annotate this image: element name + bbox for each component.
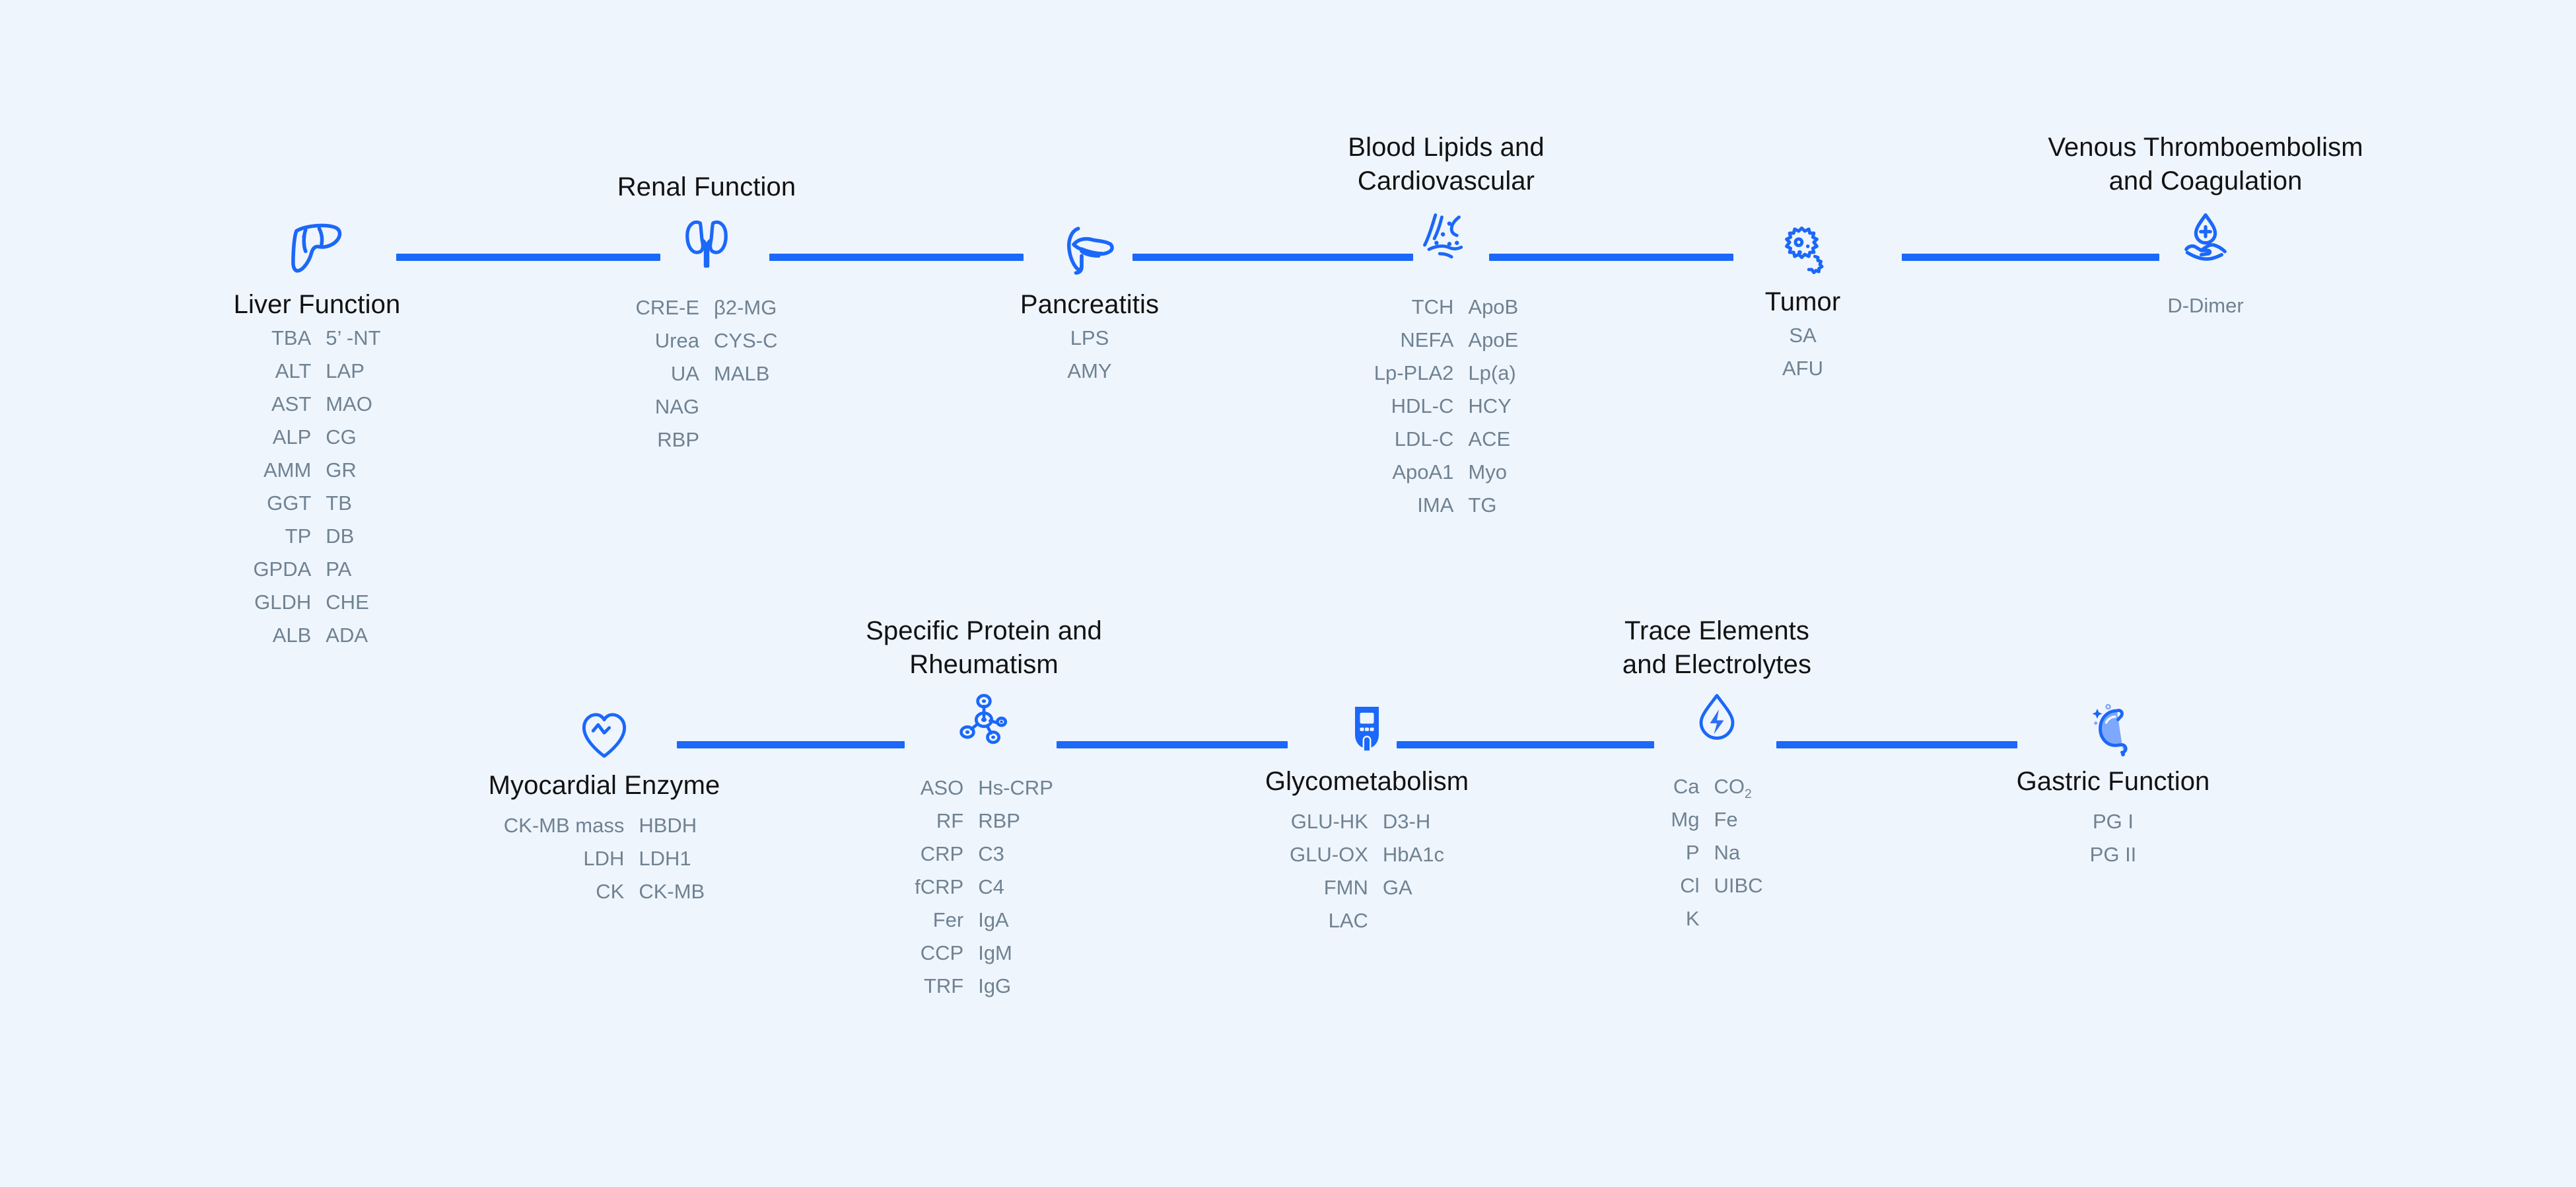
node-title: Myocardial Enzyme bbox=[488, 771, 720, 800]
node-items: LPS AMY bbox=[1067, 322, 1111, 388]
blood-drop-hand-icon bbox=[2171, 202, 2240, 271]
node-pancreatitis[interactable]: Pancreatitis LPS AMY bbox=[991, 213, 1189, 388]
node-title: Liver Function bbox=[233, 290, 401, 319]
molecule-icon bbox=[951, 686, 1017, 752]
liver-icon bbox=[281, 213, 353, 285]
node-liver-function[interactable]: Liver Function TBA ALT AST ALP AMM GGT T… bbox=[211, 213, 423, 652]
connector-myocardial-to-protein bbox=[677, 741, 905, 748]
item-co2: CO2 bbox=[1714, 775, 1752, 802]
items-column-1: LPS AMY bbox=[1067, 326, 1112, 382]
node-title: Pancreatitis bbox=[1020, 290, 1160, 319]
items-column-2: Hs-CRP RBP C3 C4 IgA IgM IgG bbox=[978, 776, 1053, 997]
node-trace-elements-and-electrolytes[interactable]: Trace Elements and Electrolytes Ca Mg P … bbox=[1585, 614, 1849, 935]
node-title: Venous Thromboembolism and Coagulation bbox=[2048, 133, 2363, 196]
items-column-1: PG I PG II bbox=[2089, 810, 2137, 866]
glucometer-icon bbox=[1335, 699, 1399, 762]
items-column-2: β2-MG CYS-C MALB bbox=[714, 296, 778, 385]
items-column-1: SA AFU bbox=[1782, 324, 1823, 380]
node-items: TBA ALT AST ALP AMM GGT TP GPDA GLDH ALB… bbox=[253, 322, 380, 652]
node-items: SA AFU bbox=[1782, 319, 1823, 385]
items-column-1: GLU-HK GLU-OX FMN LAC bbox=[1290, 810, 1368, 932]
node-items: D-Dimer bbox=[2167, 289, 2243, 322]
connector-tumor-to-vte bbox=[1902, 254, 2159, 261]
items-column-1: TBA ALT AST ALP AMM GGT TP GPDA GLDH ALB bbox=[253, 326, 312, 647]
node-specific-protein-and-rheumatism[interactable]: Specific Protein and Rheumatism bbox=[852, 614, 1116, 1003]
connector-pancreatitis-to-lipids bbox=[1132, 254, 1413, 261]
node-items: ASO RF CRP fCRP Fer CCP TRF Hs-CRP RBP C… bbox=[915, 772, 1053, 1003]
node-title: Glycometabolism bbox=[1265, 767, 1469, 796]
tumor-cell-icon bbox=[1770, 218, 1835, 283]
node-blood-lipids-and-cardiovascular[interactable]: Blood Lipids and Cardiovascular TCH NEFA… bbox=[1314, 131, 1578, 522]
node-items: GLU-HK GLU-OX FMN LAC D3-H HbA1c GA bbox=[1290, 805, 1444, 937]
items-column-1: ASO RF CRP fCRP Fer CCP TRF bbox=[915, 776, 964, 997]
node-title: Renal Function bbox=[617, 172, 796, 201]
stomach-icon bbox=[2081, 699, 2145, 762]
items-column-1: CRE-E Urea UA NAG RBP bbox=[635, 296, 699, 451]
items-column-1: D-Dimer bbox=[2167, 294, 2244, 317]
artery-plaque-icon bbox=[1412, 202, 1480, 271]
node-title: Trace Elements and Electrolytes bbox=[1622, 616, 1812, 679]
items-column-1: CK-MB mass LDH CK bbox=[503, 814, 625, 903]
connector-protein-to-glyco bbox=[1057, 741, 1288, 748]
water-drop-bolt-icon bbox=[1685, 686, 1749, 749]
node-items: CRE-E Urea UA NAG RBP β2-MG CYS-C MALB bbox=[636, 291, 778, 456]
items-column-2: ApoB ApoE Lp(a) HCY ACE Myo TG bbox=[1468, 295, 1519, 517]
node-gastric-function[interactable]: Gastric Function PG I PG II bbox=[1994, 699, 2232, 871]
node-tumor[interactable]: Tumor SA AFU bbox=[1710, 218, 1895, 385]
items-column-1: Ca Mg P Cl K bbox=[1671, 775, 1700, 930]
node-items: PG I PG II bbox=[2090, 805, 2137, 871]
heart-pulse-icon bbox=[572, 701, 637, 766]
node-title: Specific Protein and Rheumatism bbox=[866, 616, 1102, 679]
node-items: TCH NEFA Lp-PLA2 HDL-C LDL-C ApoA1 IMA A… bbox=[1374, 291, 1518, 522]
node-title: Tumor bbox=[1764, 287, 1841, 316]
node-title: Blood Lipids and Cardiovascular bbox=[1348, 133, 1545, 196]
items-column-2: D3-H HbA1c GA bbox=[1382, 810, 1444, 899]
connector-renal-to-pancreatitis bbox=[769, 254, 1024, 261]
node-venous-thromboembolism-and-coagulation[interactable]: Venous Thromboembolism and Coagulation D… bbox=[2014, 131, 2397, 322]
connector-trace-to-gastric bbox=[1776, 741, 2017, 748]
connector-glyco-to-trace bbox=[1397, 741, 1654, 748]
items-column-2: HBDH LDH1 CK-MB bbox=[639, 814, 705, 903]
node-myocardial-enzyme[interactable]: Myocardial Enzyme CK-MB mass LDH CK HBDH… bbox=[482, 701, 726, 908]
connector-liver-to-renal bbox=[396, 254, 660, 261]
items-column-1: TCH NEFA Lp-PLA2 HDL-C LDL-C ApoA1 IMA bbox=[1374, 295, 1454, 517]
connector-lipids-to-tumor bbox=[1489, 254, 1733, 261]
node-items: Ca Mg P Cl K CO2 Fe Na UIBC bbox=[1671, 770, 1762, 935]
pancreas-icon bbox=[1053, 213, 1126, 285]
items-column-2: 5’ -NT LAP MAO CG GR TB DB PA CHE ADA bbox=[326, 326, 381, 647]
items-column-2: CO2 Fe Na UIBC bbox=[1700, 770, 1763, 935]
node-renal-function[interactable]: Renal Function CRE-E Urea UA NAG RBP β2-… bbox=[594, 170, 819, 456]
node-glycometabolism[interactable]: Glycometabolism GLU-HK GLU-OX FMN LAC D3… bbox=[1248, 699, 1486, 937]
node-items: CK-MB mass LDH CK HBDH LDH1 CK-MB bbox=[504, 809, 705, 908]
node-title: Gastric Function bbox=[2016, 767, 2210, 796]
kidneys-icon bbox=[672, 208, 741, 277]
